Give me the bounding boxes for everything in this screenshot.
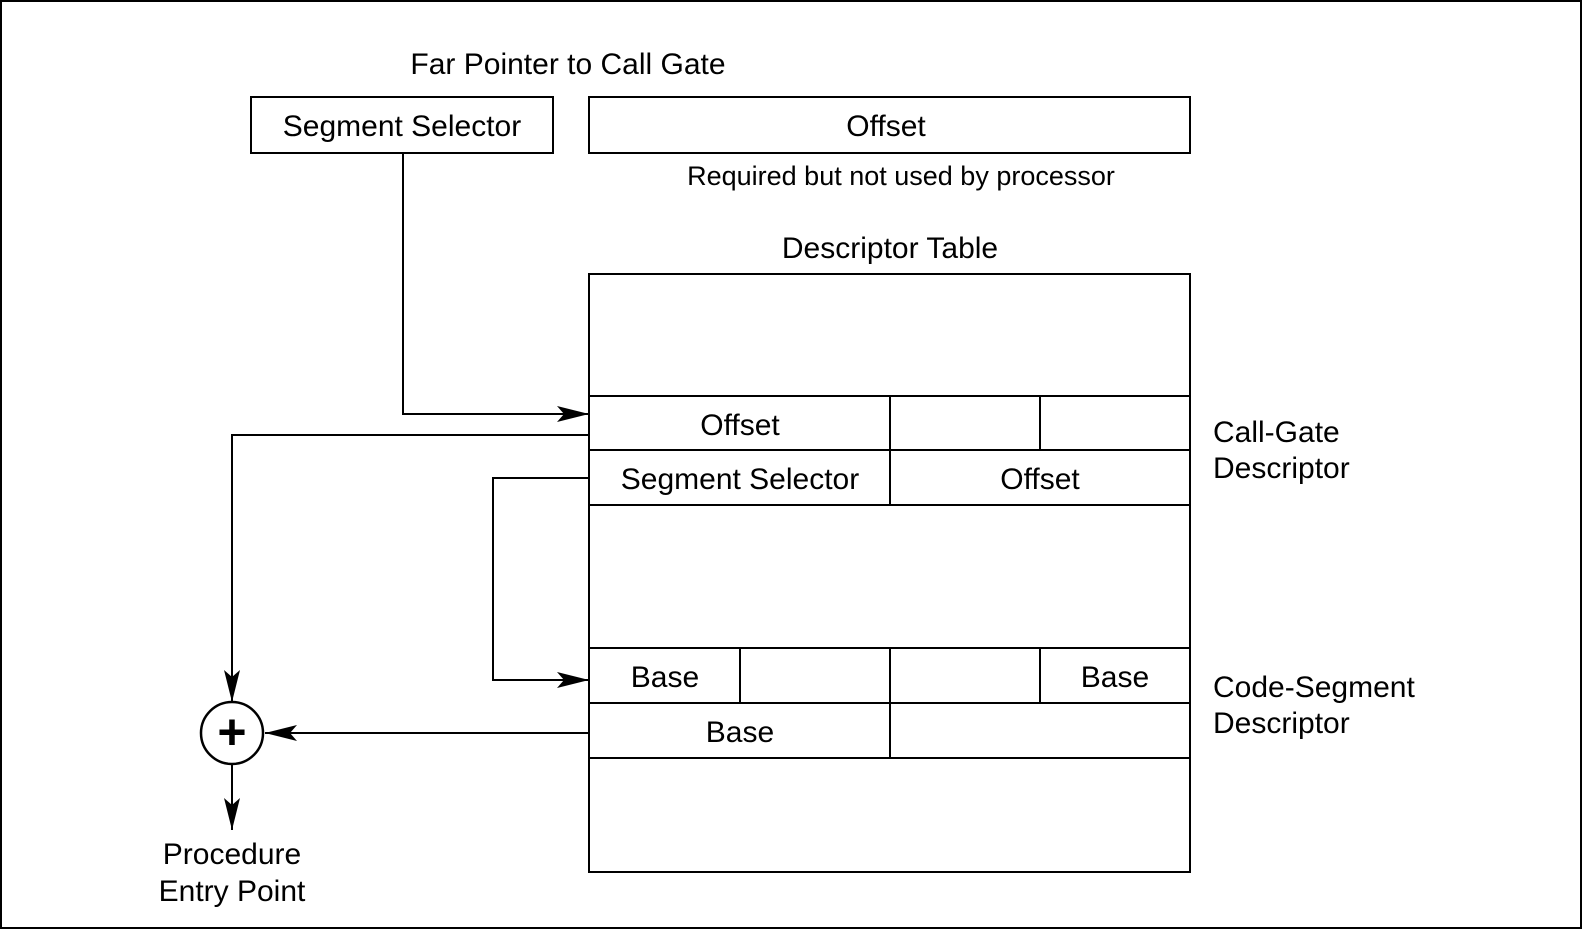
selector-to-call-gate-arrow [402,153,589,422]
far-pointer-segment-selector: Segment Selector [250,96,554,154]
call-gate-segment-selector: Segment Selector [621,463,859,496]
code-segment-label-line1: Code-Segment [1213,671,1415,704]
far-pointer-offset-label: Offset [846,110,926,143]
far-pointer-offset: Offset [588,96,1191,154]
descriptor-table-title: Descriptor Table [782,232,998,265]
offset-to-adder-arrow [224,434,589,702]
offset-note: Required but not used by processor [687,161,1115,191]
code-segment-descriptor: Base Base Base [589,647,1190,759]
code-segment-base-top-left: Base [631,661,699,694]
adder: + [199,700,265,766]
call-gate-label-line1: Call-Gate [1213,416,1340,449]
call-gate-descriptor: Offset Segment Selector Offset [589,395,1190,506]
procedure-entry-line2: Entry Point [159,875,306,908]
code-segment-base-bottom: Base [706,716,774,749]
selector-to-code-segment-arrow [492,477,589,688]
procedure-entry-line1: Procedure [163,838,301,871]
code-segment-base-top-right: Base [1081,661,1149,694]
call-gate-offset-bottom: Offset [1000,463,1080,496]
far-pointer-title: Far Pointer to Call Gate [410,48,725,81]
adder-plus-icon: + [217,704,246,760]
far-pointer-segment-selector-label: Segment Selector [283,110,521,143]
call-gate-offset-top: Offset [700,409,780,442]
descriptor-table: Offset Segment Selector Offset Base Base… [588,273,1191,873]
code-segment-label-line2: Descriptor [1213,707,1350,740]
call-gate-label-line2: Descriptor [1213,452,1350,485]
